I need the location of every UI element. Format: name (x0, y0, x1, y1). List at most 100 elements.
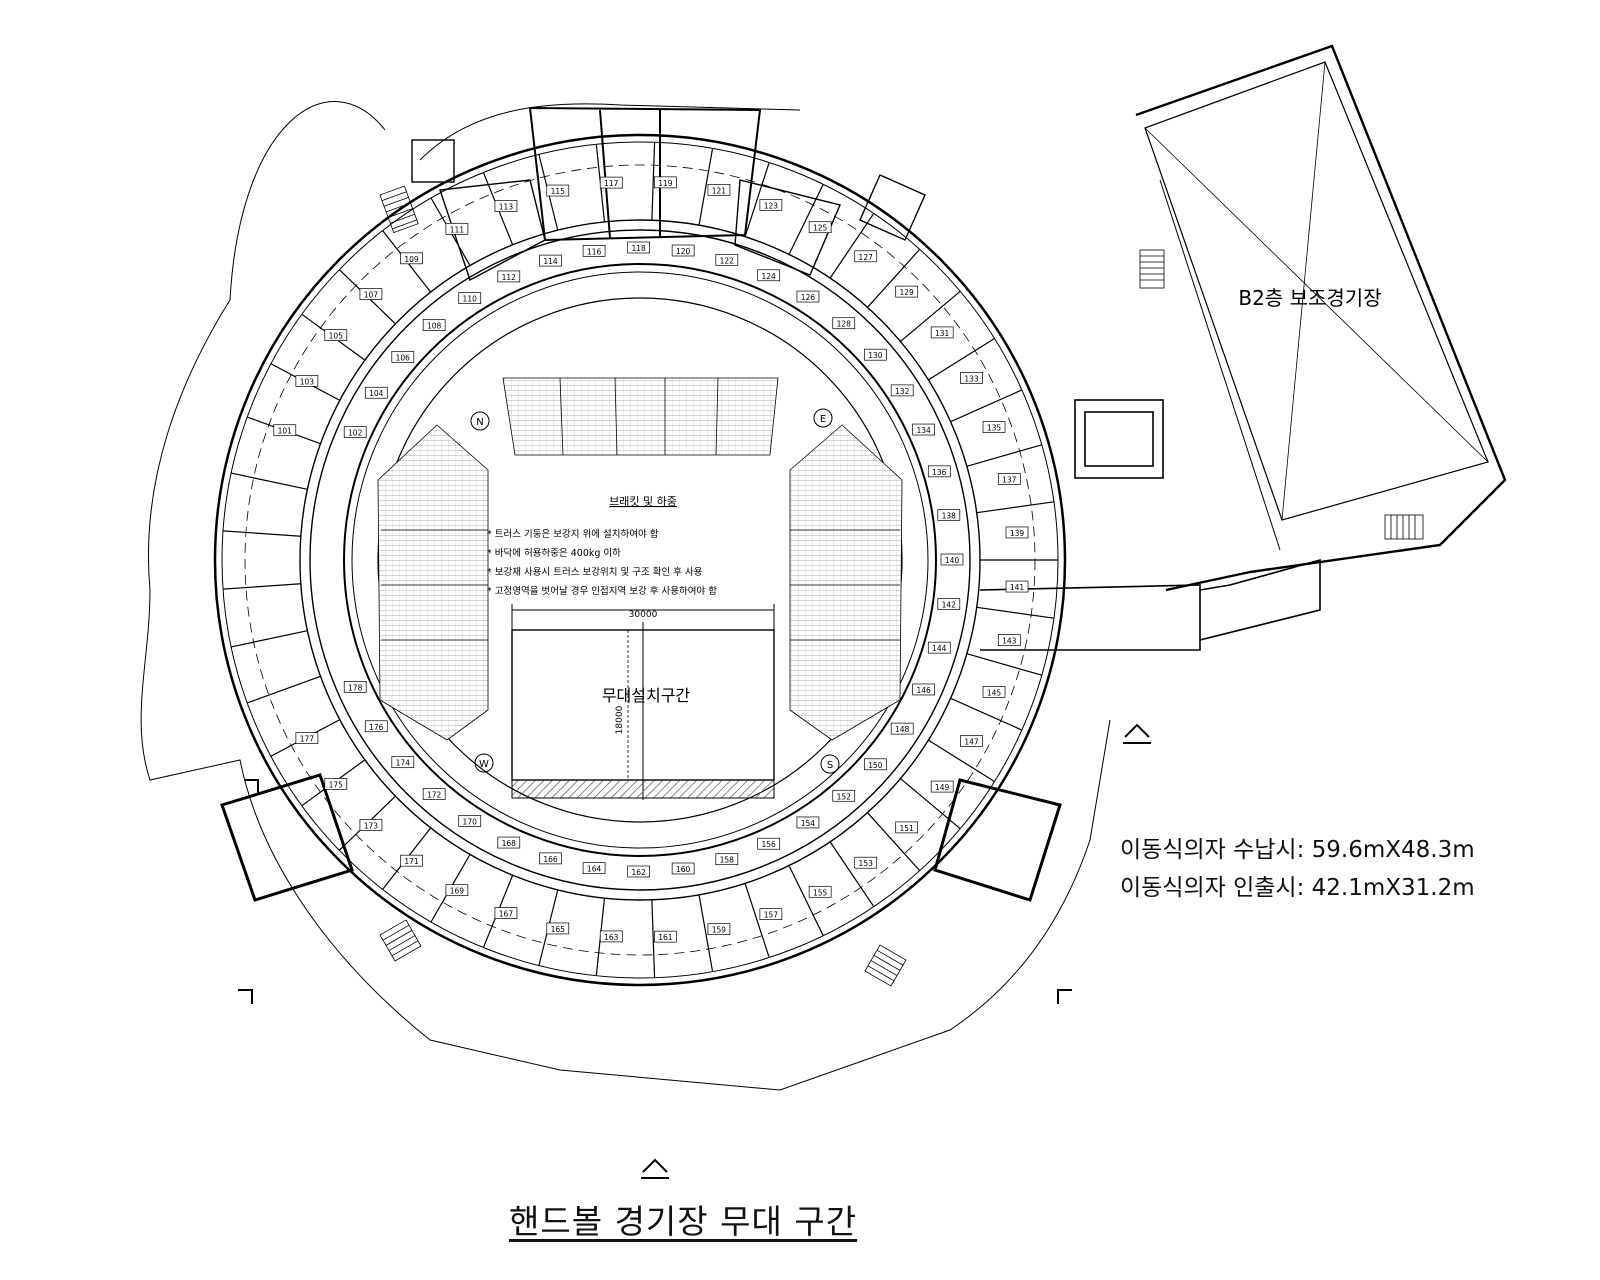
room-number: 105 (329, 332, 344, 341)
room-divider (900, 290, 961, 342)
room-tag: 140 (940, 553, 964, 566)
room-tag: 122 (715, 253, 739, 266)
room-number: 115 (551, 187, 566, 196)
room-number: 144 (932, 644, 947, 653)
room-tag: 158 (715, 853, 739, 866)
room-tag: 135 (982, 421, 1006, 433)
room-number: 133 (964, 374, 979, 383)
room-divider (976, 606, 1055, 619)
room-number: 107 (364, 291, 379, 300)
room-tag-box (912, 423, 935, 436)
room-tag-box (324, 778, 348, 790)
room-number: 168 (502, 839, 517, 848)
room-tag: 148 (890, 722, 914, 735)
room-tag-box (400, 252, 423, 265)
corner-blocks (220, 773, 1062, 902)
room-tag: 173 (359, 819, 383, 831)
room-number: 156 (762, 840, 777, 849)
room-tag-box (497, 836, 521, 849)
compass-e: E (820, 414, 826, 425)
room-tag-box (796, 816, 820, 829)
room-divider (231, 472, 308, 490)
room-number: 142 (942, 601, 957, 610)
room-tag-box (937, 509, 961, 521)
compass-markers (470, 408, 840, 774)
room-tag-box (832, 317, 856, 330)
north-annex (411, 106, 926, 282)
note-line: * 트러스 기둥은 보강지 위에 설치하여야 함 (487, 528, 659, 540)
room-tag-box (494, 200, 518, 212)
room-tag: 175 (324, 778, 348, 790)
room-tag-box (997, 634, 1021, 646)
room-tag: 142 (937, 598, 961, 610)
room-tag: 172 (422, 788, 446, 800)
room-divider (976, 501, 1055, 514)
room-tag-box (445, 222, 469, 235)
room-tag: 171 (400, 854, 423, 867)
room-tag-box (295, 374, 319, 387)
aux-arena-label: B2층 보조경기장 (1238, 286, 1381, 310)
room-tag-box (808, 221, 832, 234)
room-tag-box (982, 686, 1006, 698)
room-tag-box (422, 788, 446, 800)
room-number: 177 (300, 735, 315, 744)
room-tag: 128 (832, 317, 856, 330)
room-tag-box (343, 426, 367, 438)
room-number: 117 (604, 179, 619, 188)
room-tag-box (324, 329, 348, 341)
room-number: 121 (712, 186, 727, 195)
room-tag: 116 (582, 245, 606, 257)
room-tag-box (671, 862, 695, 875)
room-tag-box (497, 270, 521, 283)
compass-n: N (476, 417, 483, 428)
room-tag: 105 (324, 329, 348, 341)
room-tag-box (539, 852, 562, 865)
room-divider (788, 184, 824, 255)
room-tag: 176 (364, 720, 388, 733)
room-tag: 149 (930, 780, 954, 793)
room-number: 131 (935, 329, 950, 338)
room-number: 163 (604, 933, 619, 942)
room-tag: 141 (1005, 580, 1029, 593)
stage-zone (511, 604, 775, 800)
room-number: 114 (543, 257, 558, 266)
room-tag: 113 (494, 200, 518, 212)
room-tag-box (364, 720, 388, 733)
room-tag-box (539, 254, 562, 267)
room-tag: 111 (445, 222, 469, 235)
room-tag-box (940, 553, 964, 566)
room-tag: 115 (546, 184, 570, 197)
room-number: 173 (364, 821, 379, 830)
room-tag: 108 (422, 319, 446, 331)
room-number: 146 (916, 686, 931, 695)
room-tag-box (391, 756, 415, 769)
stage-width-dimension: 30000 (629, 610, 658, 620)
room-tag-box (582, 862, 606, 874)
room-tag-box (671, 244, 695, 257)
room-tag: 159 (707, 923, 731, 936)
room-tag-box (759, 199, 783, 211)
room-divider (867, 248, 921, 308)
room-tag-box (654, 176, 677, 189)
room-divider (222, 583, 301, 590)
room-tag: 118 (627, 241, 650, 254)
room-number: 178 (348, 683, 363, 692)
room-tag-box (930, 326, 954, 339)
room-tag: 155 (808, 885, 832, 898)
room-tag: 145 (982, 686, 1006, 698)
room-divider (928, 337, 995, 381)
room-number: 134 (916, 426, 931, 435)
room-number: 113 (499, 203, 514, 212)
room-tag-box (364, 386, 388, 399)
room-tag-box (654, 930, 677, 943)
room-number: 138 (942, 511, 957, 520)
room-divider (698, 894, 714, 972)
room-number: 103 (300, 377, 315, 386)
room-tag-box (832, 789, 856, 802)
room-tag-box (445, 884, 469, 897)
room-tag: 178 (343, 681, 367, 693)
room-number: 102 (348, 429, 363, 438)
room-number: 160 (676, 865, 691, 874)
room-tag: 174 (391, 756, 415, 769)
room-tag: 150 (864, 758, 887, 771)
